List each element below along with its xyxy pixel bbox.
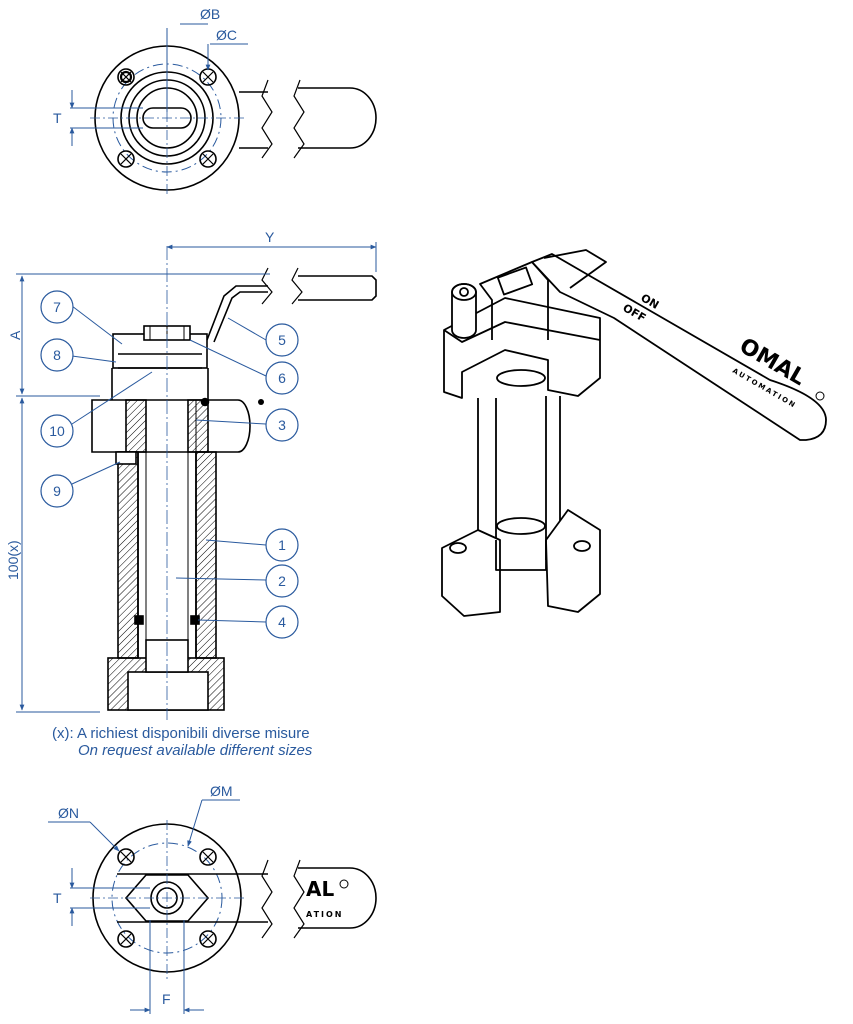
part-bubble-8 <box>40 338 74 372</box>
note-italian: (x): A richiest disponibili diverse misu… <box>52 725 310 742</box>
bottom-handle-logo: AL <box>306 877 334 901</box>
dim-f: F <box>162 991 171 1007</box>
part-label-6: 6 <box>278 370 286 386</box>
part-bubble-4 <box>265 605 299 639</box>
part-bubble-7 <box>40 290 74 324</box>
dim-y: Y <box>265 229 275 245</box>
dim-dia-c: ØC <box>216 27 237 43</box>
registered-icon <box>815 391 825 401</box>
bottom-bolt-holes <box>117 848 217 948</box>
top-dimensions <box>69 23 248 146</box>
part-bubble-2 <box>265 564 299 598</box>
part-label-8: 8 <box>53 347 61 363</box>
dim-dia-m: ØM <box>210 783 233 799</box>
part-label-7: 7 <box>53 299 61 315</box>
section-view <box>91 246 377 720</box>
dim-hundred: 100(x) <box>5 540 21 580</box>
dim-t-bottom: T <box>53 890 62 906</box>
registered-icon-small <box>339 879 349 889</box>
part-label-5: 5 <box>278 332 286 348</box>
part-bubble-1 <box>265 528 299 562</box>
part-label-2: 2 <box>278 573 286 589</box>
part-label-9: 9 <box>53 483 61 499</box>
note-english: On request available different sizes <box>78 742 313 759</box>
part-label-4: 4 <box>278 614 286 630</box>
bottom-handle-logo-sub: ATION <box>306 910 344 919</box>
part-bubble-6 <box>265 361 299 395</box>
part-bubble-3 <box>265 408 299 442</box>
part-label-1: 1 <box>278 537 286 553</box>
dim-a: A <box>7 330 23 340</box>
bottom-dimensions <box>48 799 240 1014</box>
section-dimensions <box>16 242 377 713</box>
part-label-10: 10 <box>49 423 65 439</box>
isometric-view <box>441 249 827 617</box>
lever-handle <box>206 285 268 343</box>
bottom-view <box>90 820 377 980</box>
part-label-3: 3 <box>278 417 286 433</box>
part-bubbles: 7 8 10 9 5 6 3 1 2 4 <box>40 290 299 639</box>
top-view <box>90 40 377 196</box>
dim-dia-n: ØN <box>58 805 79 821</box>
part-bubble-9 <box>40 474 74 508</box>
part-bubble-5 <box>265 323 299 357</box>
part-bubble-10 <box>40 414 74 448</box>
dim-dia-b: ØB <box>200 6 220 22</box>
dim-t-top: T <box>53 110 62 126</box>
top-bolt-holes <box>117 68 217 168</box>
